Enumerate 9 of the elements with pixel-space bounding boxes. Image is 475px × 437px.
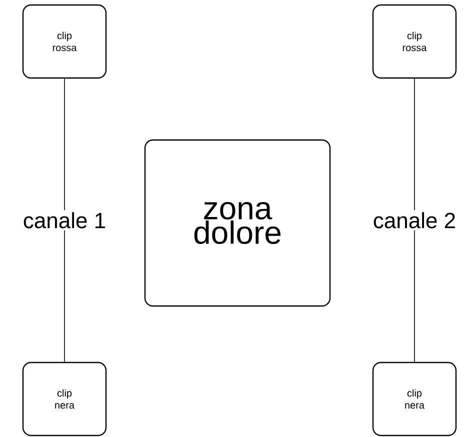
clip-box: clip rossa xyxy=(22,4,107,79)
edge-label: canale 1 xyxy=(20,210,108,230)
clip-box: clip rossa xyxy=(372,4,457,79)
clip-box: clip nera xyxy=(22,362,107,436)
clip-box: clip nera xyxy=(372,362,457,436)
connector-line xyxy=(64,78,65,362)
zone-box: zona dolore xyxy=(144,139,331,307)
connector-line xyxy=(414,78,415,362)
edge-label: canale 2 xyxy=(370,210,458,230)
